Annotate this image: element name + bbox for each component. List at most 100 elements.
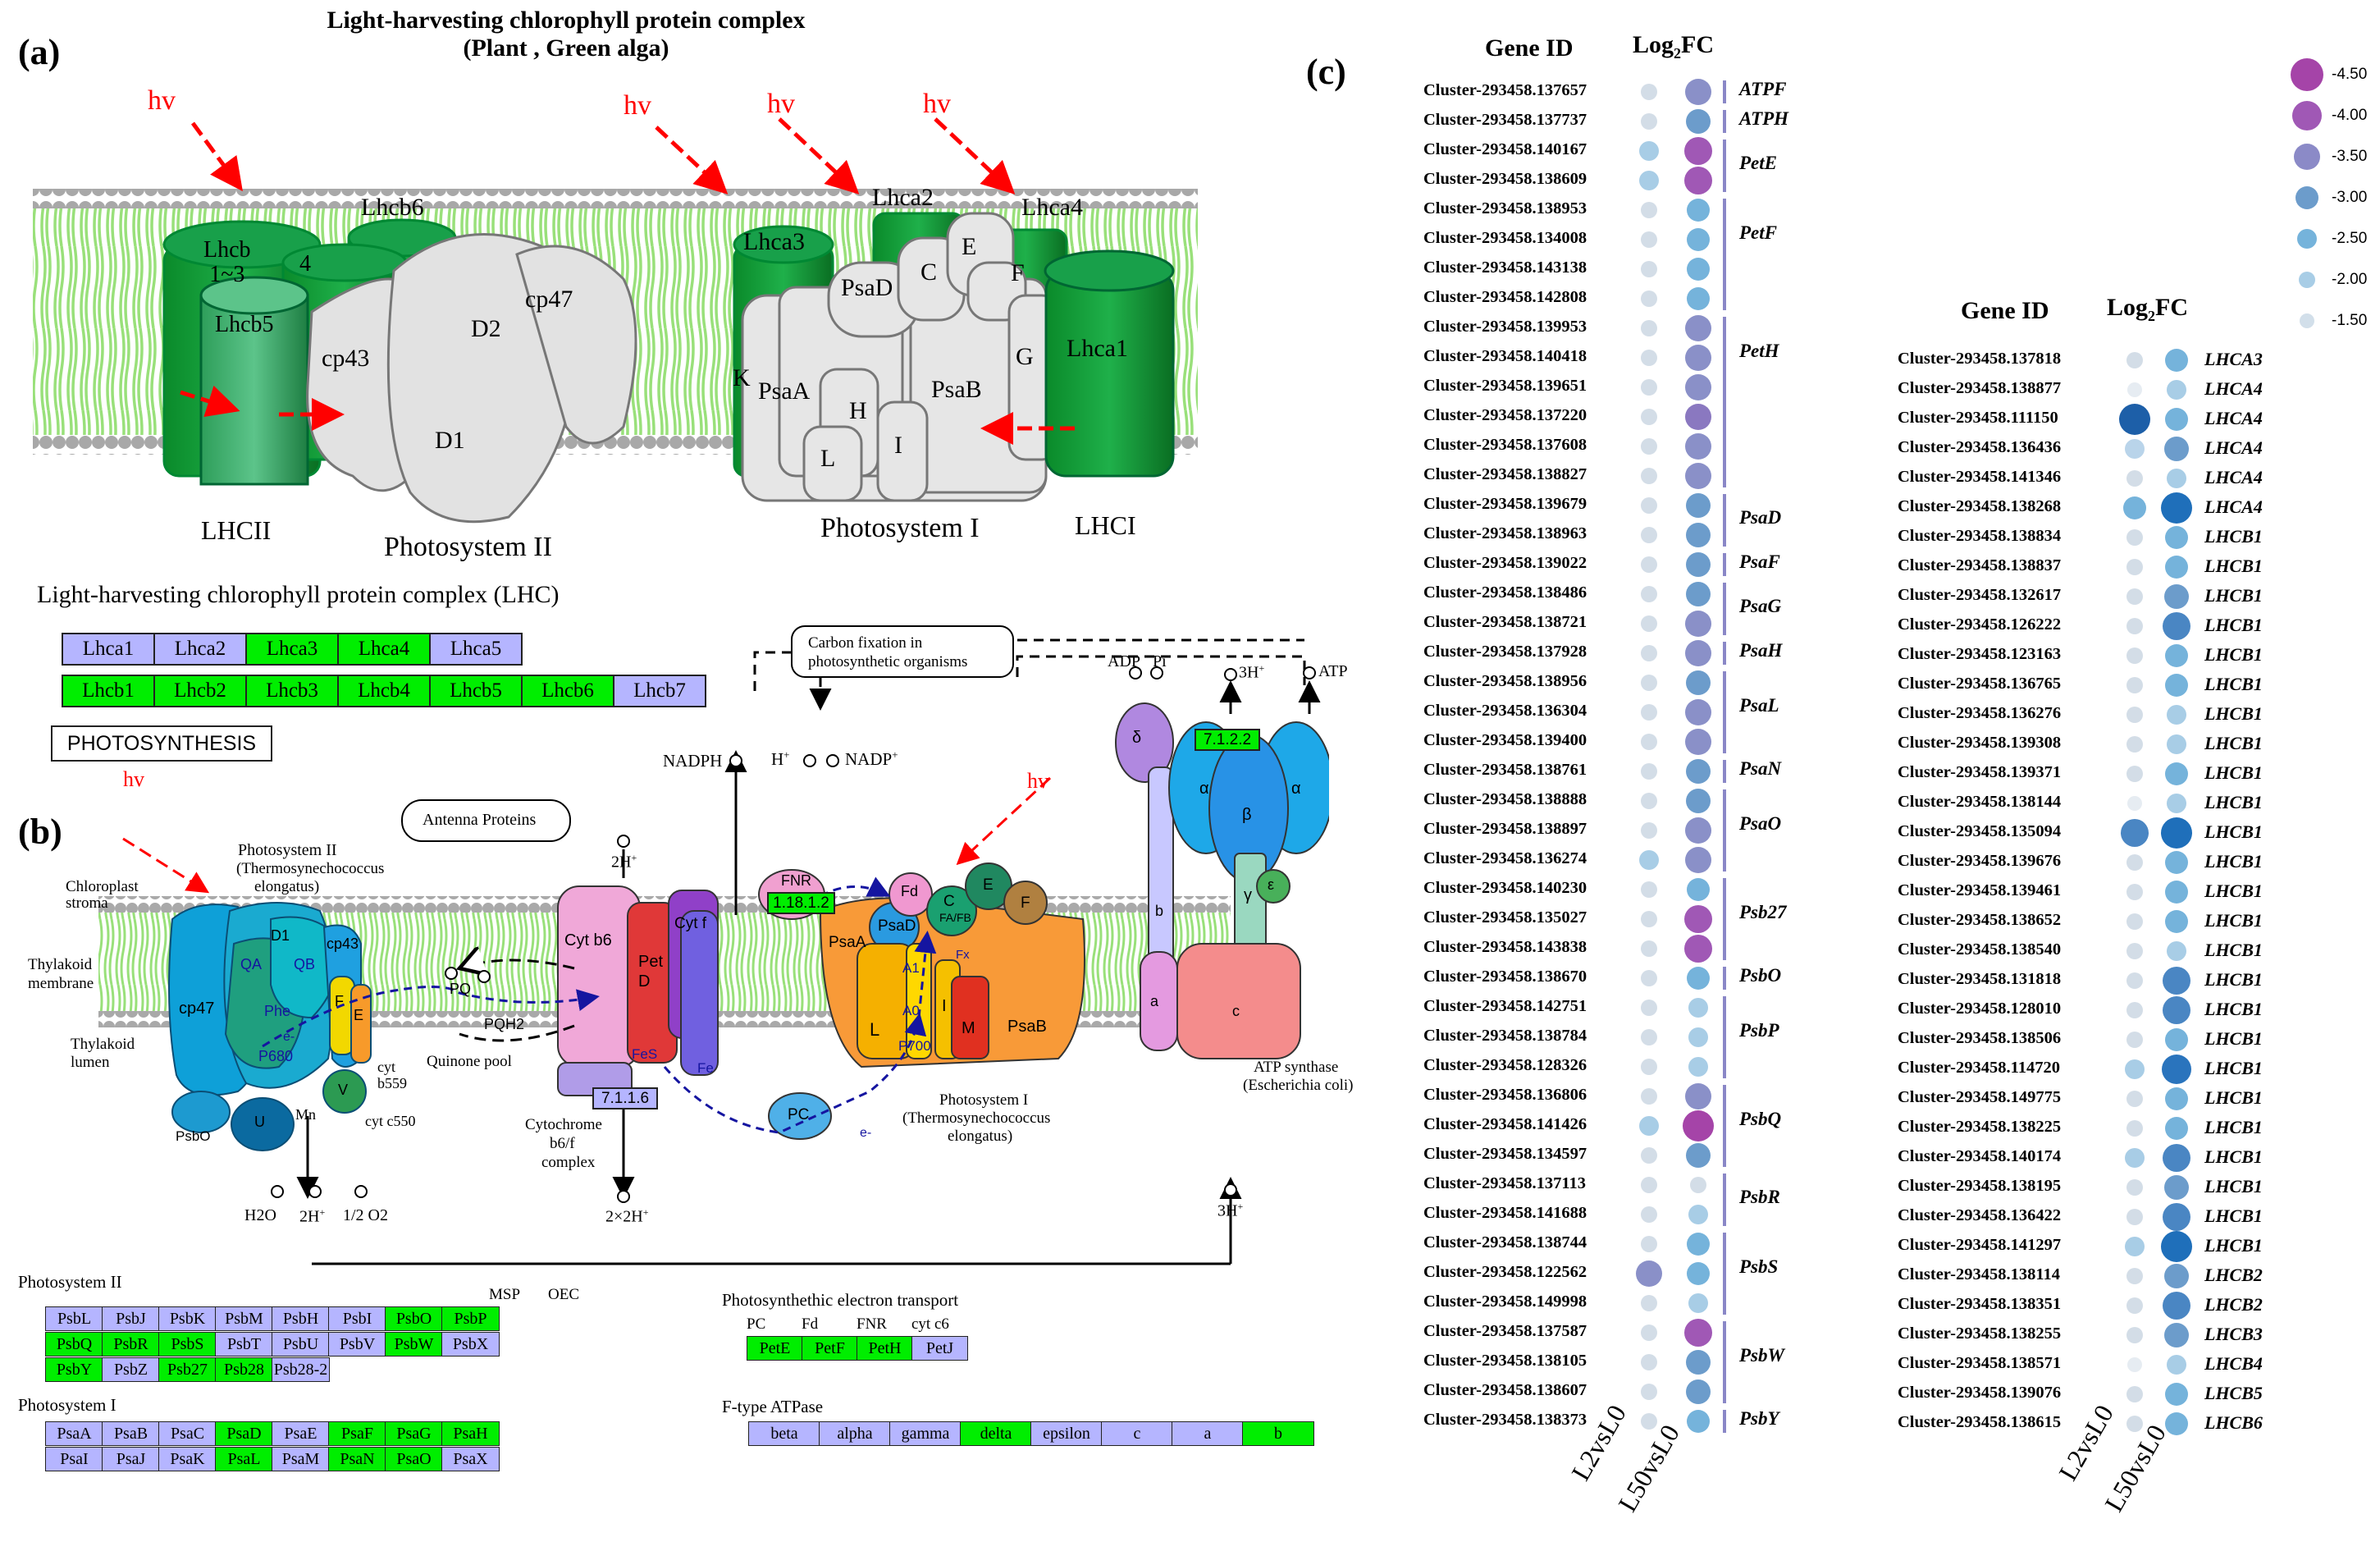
ps2-cell-psbq[interactable]: PsbQ (45, 1332, 103, 1357)
gamma-b: γ (1244, 886, 1252, 904)
gene-name-right: LHCA4 (2204, 467, 2263, 487)
ps1-cell-psaf[interactable]: PsaF (328, 1421, 386, 1446)
hv-label-b2: hv (1027, 769, 1048, 793)
lhca2-label: Lhca2 (872, 184, 934, 211)
ps2-cell-psbm[interactable]: PsbM (215, 1306, 273, 1331)
ps2-cell-psbi[interactable]: PsbI (328, 1306, 386, 1331)
ps1-cell-psae[interactable]: PsaE (272, 1421, 330, 1446)
ps2-cell-psbp[interactable]: PsbP (441, 1306, 500, 1331)
ps2-cell-psbw[interactable]: PsbW (385, 1332, 443, 1357)
gene-name-right: LHCB1 (2204, 1087, 2263, 1108)
ps1-cell-psaj[interactable]: PsaJ (102, 1447, 160, 1471)
gene-id-right: Cluster-293458.138225 (1898, 1118, 2062, 1136)
gene-id-right: Cluster-293458.139461 (1898, 881, 2062, 899)
pet-cell-peth[interactable]: PetH (857, 1336, 913, 1361)
ec-fnr-box[interactable]: 1.18.1.2 (767, 892, 835, 914)
photosynthesis-map-link[interactable]: PHOTOSYNTHESIS (51, 725, 272, 762)
pet-cell-petf[interactable]: PetF (802, 1336, 858, 1361)
panel-b-label: (b) (18, 812, 62, 852)
atpase-cell-a[interactable]: a (1172, 1421, 1244, 1446)
ps1-cell-psaa[interactable]: PsaA (45, 1421, 103, 1446)
ps1-cell-psax[interactable]: PsaX (441, 1447, 500, 1471)
lhcb-cell-lhcb2[interactable]: Lhcb2 (153, 675, 247, 707)
gene-id-left: Cluster-293458.138956 (1423, 672, 1587, 690)
ps1-cell-psan[interactable]: PsaN (328, 1447, 386, 1471)
gene-name-right: LHCA4 (2204, 408, 2263, 428)
heat-cell-l2 (2126, 972, 2143, 989)
lhca-cell-lhca2[interactable]: Lhca2 (153, 633, 247, 666)
ps2-cell-psbz[interactable]: PsbZ (102, 1357, 160, 1382)
atpase-cell-gamma[interactable]: gamma (889, 1421, 962, 1446)
psaa-b: PsaA (829, 934, 866, 951)
ps1-cell-psal[interactable]: PsaL (215, 1447, 273, 1471)
heat-cell-l50 (1688, 1293, 1708, 1313)
gene-id-left: Cluster-293458.142808 (1423, 288, 1587, 306)
lhcb-cell-lhcb4[interactable]: Lhcb4 (337, 675, 431, 707)
ps2-cell-psbu[interactable]: PsbU (272, 1332, 330, 1357)
ps1-cell-psac[interactable]: PsaC (158, 1421, 217, 1446)
ps1-cell-psad[interactable]: PsaD (215, 1421, 273, 1446)
ps2-cell-psb28[interactable]: Psb28 (215, 1357, 273, 1382)
group-bracket (1723, 642, 1726, 665)
ps2-cell-psbx[interactable]: PsbX (441, 1332, 500, 1357)
gene-name-right: LHCB1 (2204, 1058, 2263, 1078)
lhcb-cell-lhcb5[interactable]: Lhcb5 (429, 675, 523, 707)
ps2-cell-psbs[interactable]: PsbS (158, 1332, 217, 1357)
lhcb-cell-lhcb6[interactable]: Lhcb6 (521, 675, 614, 707)
ps2-cell-psbh[interactable]: PsbH (272, 1306, 330, 1331)
pet-cell-petj[interactable]: PetJ (911, 1336, 968, 1361)
ps2-cell-psby[interactable]: PsbY (45, 1357, 103, 1382)
lhcb-cell-lhcb1[interactable]: Lhcb1 (62, 675, 155, 707)
lhca-cell-lhca1[interactable]: Lhca1 (62, 633, 155, 666)
lhc-table-title: Light-harvesting chlorophyll protein com… (37, 581, 560, 608)
atpase-cell-b[interactable]: b (1242, 1421, 1314, 1446)
ps2-cell-psbl[interactable]: PsbL (45, 1306, 103, 1331)
ps2-cell-psb28-2[interactable]: Psb28-2 (272, 1357, 330, 1382)
pet-table-title: Photosynthethic electron transport (722, 1290, 959, 1310)
ps1-cell-psag[interactable]: PsaG (385, 1421, 443, 1446)
heat-cell-l2 (2126, 736, 2143, 753)
heat-cell-l50 (2165, 881, 2188, 904)
ps2-cell-psbo[interactable]: PsbO (385, 1306, 443, 1331)
membrane-label-1: Thylakoid (28, 956, 93, 973)
group-bracket (1723, 317, 1726, 487)
ps2-cell-psbk[interactable]: PsbK (158, 1306, 217, 1331)
ps2-cell-psbv[interactable]: PsbV (328, 1332, 386, 1357)
ps1-cell-psah[interactable]: PsaH (441, 1421, 500, 1446)
ps2-cell-psbr[interactable]: PsbR (102, 1332, 160, 1357)
heat-cell-l50 (2165, 762, 2188, 785)
heat-cell-l2 (2126, 529, 2143, 546)
atpase-cell-epsilon[interactable]: epsilon (1030, 1421, 1103, 1446)
atpase-cell-beta[interactable]: beta (748, 1421, 820, 1446)
lhca-cell-lhca5[interactable]: Lhca5 (429, 633, 523, 666)
atp-synthase-label-1: ATP synthase (1254, 1059, 1339, 1076)
cp47-label: cp47 (525, 286, 573, 313)
ps1-cell-psab[interactable]: PsaB (102, 1421, 160, 1446)
heat-cell-l2 (1641, 822, 1657, 839)
heat-cell-l50 (1685, 79, 1711, 105)
gene-name-right: LHCB1 (2204, 792, 2263, 812)
ps2-cell-psb27[interactable]: Psb27 (158, 1357, 217, 1382)
ec-cyt-box[interactable]: 7.1.1.6 (592, 1087, 658, 1109)
atpase-cell-alpha[interactable]: alpha (819, 1421, 891, 1446)
lhca1-label: Lhca1 (1067, 335, 1128, 362)
ec-atp-box[interactable]: 7.1.2.2 (1195, 729, 1260, 751)
ps2-cell-psbt[interactable]: PsbT (215, 1332, 273, 1357)
ps1-cell-psao[interactable]: PsaO (385, 1447, 443, 1471)
heat-cell-l2 (1641, 793, 1657, 809)
gene-id-left: Cluster-293458.141426 (1423, 1115, 1587, 1133)
ps2-cell-psbj[interactable]: PsbJ (102, 1306, 160, 1331)
pet-cell-pete[interactable]: PetE (747, 1336, 803, 1361)
atpase-cell-c[interactable]: c (1101, 1421, 1173, 1446)
ps1-cell-psai[interactable]: PsaI (45, 1447, 103, 1471)
heat-cell-l2 (1639, 171, 1659, 190)
legend-value: -2.50 (2332, 230, 2368, 247)
gene-id-right: Cluster-293458.114720 (1898, 1059, 2060, 1077)
atpase-cell-delta[interactable]: delta (960, 1421, 1032, 1446)
ps1-cell-psam[interactable]: PsaM (272, 1447, 330, 1471)
ps1-cell-psak[interactable]: PsaK (158, 1447, 217, 1471)
v-b: V (338, 1082, 349, 1098)
heat-cell-l50 (1685, 1083, 1711, 1109)
lhcb-cell-lhcb7[interactable]: Lhcb7 (613, 675, 706, 707)
xlabel-right-l2: L2vsL0 (2053, 1399, 2119, 1485)
